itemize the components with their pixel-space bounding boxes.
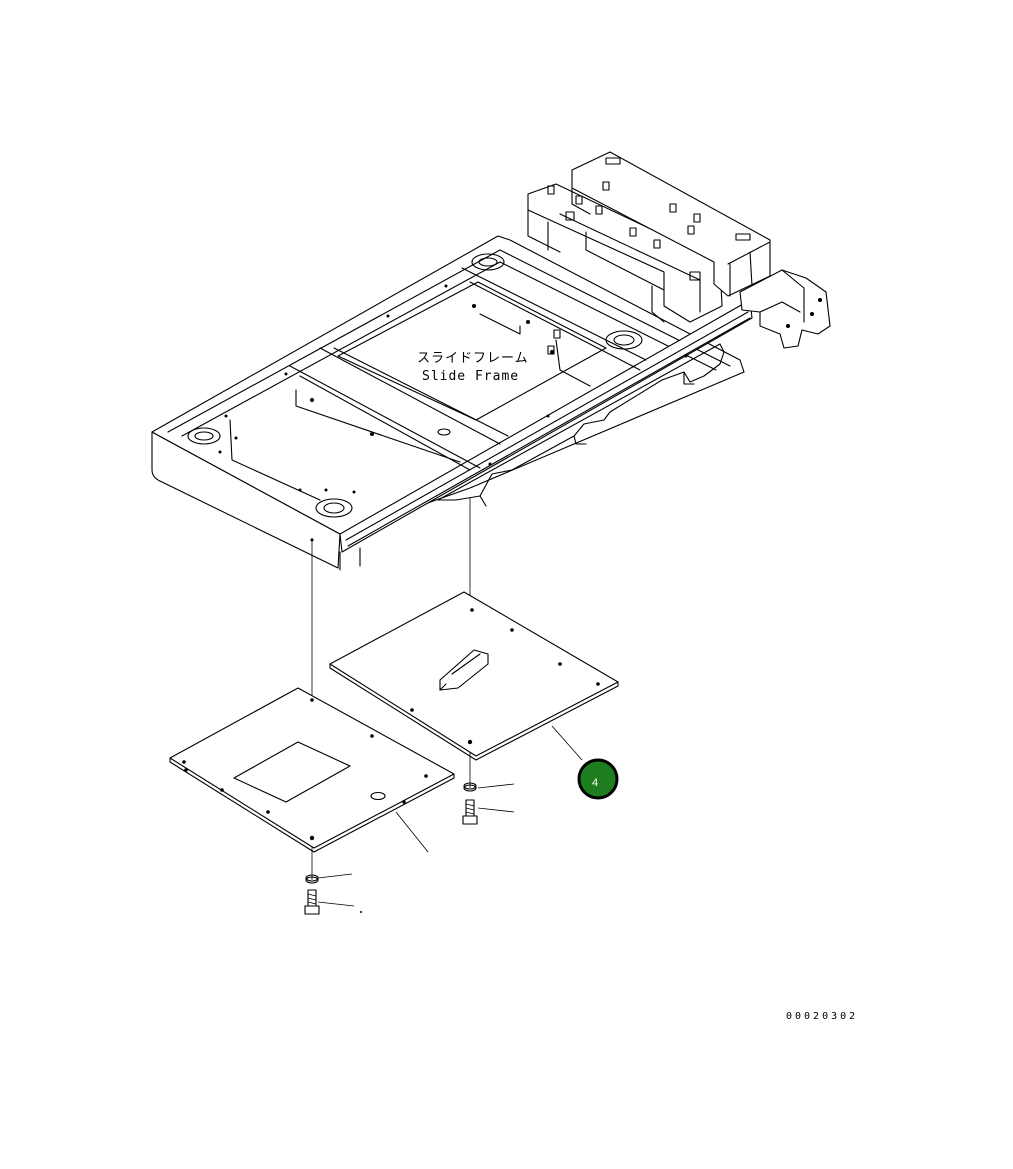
leader-lines (317, 725, 583, 913)
cover-plate-left (169, 687, 455, 853)
bolt-left (304, 889, 320, 915)
callout-badge-4[interactable]: 4 (577, 758, 619, 800)
callout-number: 4 (592, 777, 598, 789)
slide-frame-label-en: Slide Frame (422, 369, 519, 384)
document-id: 00020302 (786, 1011, 858, 1022)
bolt-right (462, 799, 478, 825)
slide-frame-label-jp: スライドフレーム (417, 351, 529, 366)
washer-right (463, 782, 477, 792)
slide-frame-assembly: スライドフレーム Slide Frame (151, 151, 831, 571)
cover-plate-right (329, 591, 619, 761)
